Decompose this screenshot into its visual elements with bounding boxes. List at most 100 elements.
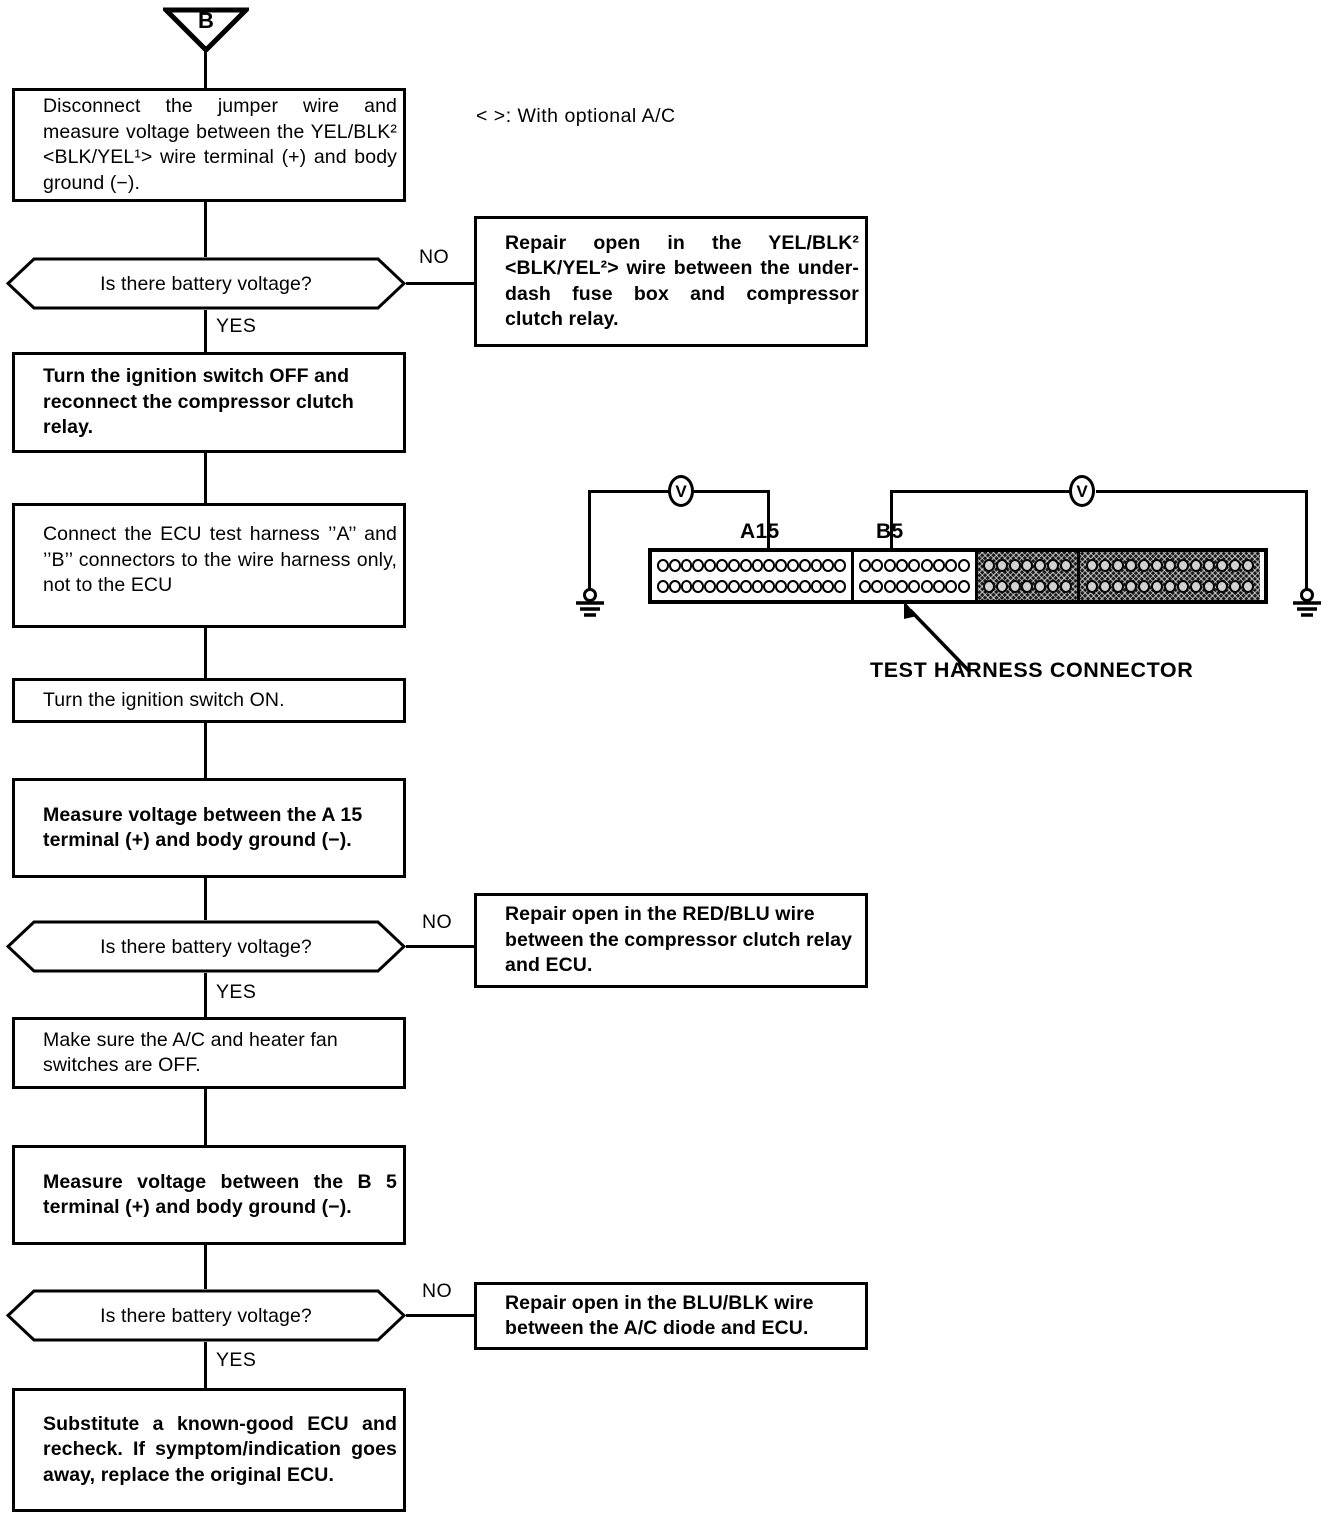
connector-segment-c <box>978 552 1080 600</box>
pin <box>1216 580 1229 593</box>
pin <box>739 580 752 593</box>
pin <box>657 559 669 572</box>
repair-red-blu-text: Repair open in the RED/BLU wire between … <box>505 903 853 977</box>
yes-label-2: YES <box>216 981 257 1003</box>
entry-connector-b: B <box>159 6 253 54</box>
decision-battery-voltage-3-text: Is there battery voltage? <box>100 1304 312 1327</box>
yes-label-1: YES <box>216 315 257 337</box>
no-branch-line-1 <box>406 282 474 285</box>
yes-label-3: YES <box>216 1349 257 1371</box>
pin <box>1124 580 1137 593</box>
voltmeter-left-label: V <box>675 481 687 501</box>
pin <box>933 580 946 593</box>
ground-icon <box>1293 588 1321 617</box>
connector-segment-d <box>1080 552 1260 600</box>
pin <box>883 580 896 593</box>
pin <box>1046 580 1059 593</box>
triangle-icon <box>159 7 253 54</box>
pin <box>996 580 1009 593</box>
flow-line-6 <box>204 1089 207 1145</box>
repair-yel-blk: Repair open in the YEL/BLK² <BLK/YEL²> w… <box>474 216 868 347</box>
pin <box>1059 580 1072 593</box>
pin <box>1021 559 1034 572</box>
step-disconnect-jumper-text: Disconnect the jumper wire and measure v… <box>43 95 397 194</box>
pin <box>810 580 823 593</box>
pin <box>871 559 884 572</box>
pin <box>1059 559 1072 572</box>
pin <box>1242 580 1255 593</box>
pin <box>1111 580 1124 593</box>
pin-row <box>1085 579 1255 594</box>
decision-battery-voltage-1-text: Is there battery voltage? <box>100 272 312 295</box>
pin <box>1190 559 1203 572</box>
pin <box>896 580 909 593</box>
step-disconnect-jumper: Disconnect the jumper wire and measure v… <box>12 88 406 202</box>
pin <box>1034 559 1047 572</box>
pin-row <box>983 558 1072 573</box>
pin <box>1021 580 1034 593</box>
pin <box>1008 580 1021 593</box>
pin <box>822 580 835 593</box>
pin <box>668 580 681 593</box>
ground-symbol-right <box>1287 588 1327 622</box>
pin <box>1163 580 1176 593</box>
step-ignition-on: Turn the ignition switch ON. <box>12 678 406 723</box>
pin <box>834 580 846 593</box>
pin <box>883 559 896 572</box>
repair-blu-blk: Repair open in the BLU/BLK wire between … <box>474 1282 868 1350</box>
pin <box>1034 580 1047 593</box>
repair-yel-blk-text: Repair open in the YEL/BLK² <BLK/YEL²> w… <box>505 231 859 331</box>
pin-row <box>1085 558 1255 573</box>
no-label-1: NO <box>419 246 450 268</box>
pin <box>1098 580 1111 593</box>
pin <box>727 580 740 593</box>
pin <box>933 559 946 572</box>
pin <box>763 559 776 572</box>
pin <box>704 559 717 572</box>
pin <box>1124 559 1137 572</box>
flow-line-2 <box>204 453 207 503</box>
pin <box>798 559 811 572</box>
step-connect-test-harness: Connect the ECU test harness ’’A’’ and ’… <box>12 503 406 628</box>
flow-line-entry <box>204 46 207 88</box>
decision-battery-voltage-3: Is there battery voltage? <box>6 1289 406 1342</box>
decision-battery-voltage-1: Is there battery voltage? <box>6 257 406 310</box>
pin <box>727 559 740 572</box>
step-substitute-ecu: Substitute a known-good ECU and recheck.… <box>12 1388 406 1512</box>
step-ignition-off-text: Turn the ignition switch OFF and reconne… <box>43 365 354 439</box>
no-branch-line-3 <box>406 1314 474 1317</box>
step-ignition-off: Turn the ignition switch OFF and reconne… <box>12 352 406 453</box>
pin <box>657 580 669 593</box>
pin <box>1137 559 1150 572</box>
pin <box>1163 559 1176 572</box>
step-measure-b5-text: Measure voltage between the B 5 terminal… <box>43 1170 397 1219</box>
pin <box>1085 559 1098 572</box>
pin <box>1190 580 1203 593</box>
no-label-3: NO <box>422 1280 453 1302</box>
pin-row <box>859 558 970 573</box>
pin <box>1229 559 1242 572</box>
pin <box>1229 580 1242 593</box>
probe-wire-right-up-from-b5 <box>890 490 893 558</box>
pin <box>716 580 728 593</box>
pin <box>920 580 933 593</box>
test-harness-connector-caption: TEST HARNESS CONNECTOR <box>870 658 1194 682</box>
pin <box>1216 559 1229 572</box>
entry-connector-label: B <box>197 8 215 33</box>
flow-line-1 <box>204 202 207 257</box>
pin <box>908 559 921 572</box>
pin <box>1203 580 1216 593</box>
step-connect-test-harness-text: Connect the ECU test harness ’’A’’ and ’… <box>43 523 397 596</box>
hexagon-shape <box>6 1289 406 1342</box>
pin <box>680 559 693 572</box>
pin <box>1150 580 1163 593</box>
step-substitute-ecu-text: Substitute a known-good ECU and recheck.… <box>43 1412 397 1486</box>
probe-wire-right-top-left <box>890 490 1070 493</box>
repair-blu-blk-text: Repair open in the BLU/BLK wire between … <box>505 1291 814 1340</box>
pin <box>763 580 776 593</box>
probe-wire-left-top-right <box>693 490 770 493</box>
pin <box>798 580 811 593</box>
pin <box>775 559 787 572</box>
pin <box>704 580 717 593</box>
